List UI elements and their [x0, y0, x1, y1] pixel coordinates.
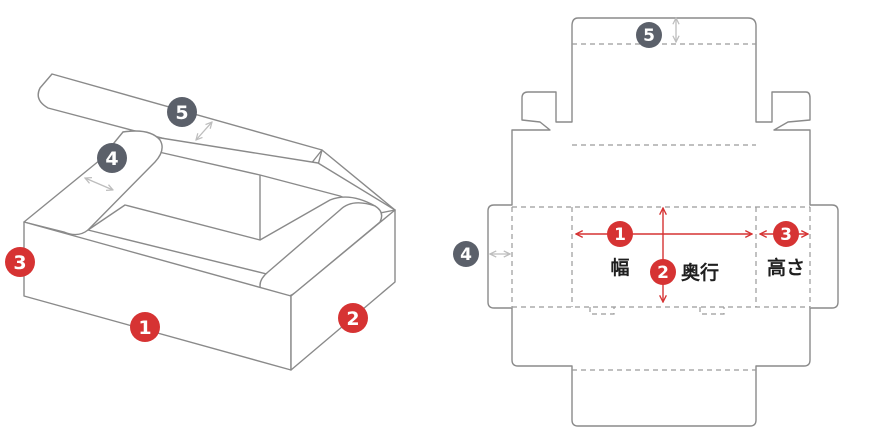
- box-badge-insert-flap: 4: [97, 143, 127, 173]
- svg-text:5: 5: [643, 26, 655, 46]
- box-badge-lid-flap: 5: [167, 97, 197, 127]
- box-lid-flap-arrow: [196, 122, 212, 140]
- net-badge-width: 1: [607, 221, 633, 247]
- svg-text:3: 3: [780, 225, 792, 245]
- box-badge-width: 1: [130, 312, 160, 342]
- net-fold-lines: [511, 43, 811, 371]
- box-badge-height: 3: [5, 247, 35, 277]
- net-label-depth: 奥行: [681, 261, 719, 284]
- net-badge-height: 3: [773, 221, 799, 247]
- svg-text:4: 4: [105, 148, 118, 170]
- svg-text:2: 2: [657, 263, 669, 283]
- net-label-width: 幅: [610, 256, 629, 279]
- net-badge-lid-flap: 5: [636, 22, 662, 48]
- svg-text:2: 2: [346, 308, 359, 330]
- svg-text:3: 3: [13, 252, 26, 274]
- box-badge-depth: 2: [338, 303, 368, 333]
- svg-text:1: 1: [614, 225, 626, 245]
- box-3d-view: [23, 73, 396, 371]
- box-insert-flap-arrow: [85, 178, 113, 190]
- box-right-wall: [290, 209, 396, 371]
- svg-text:5: 5: [175, 102, 188, 124]
- net-badge-insert-flap: 4: [453, 241, 479, 267]
- svg-text:1: 1: [138, 317, 151, 339]
- net-label-height: 高さ: [767, 256, 805, 279]
- svg-text:4: 4: [460, 245, 472, 265]
- net-badge-depth: 2: [650, 259, 676, 285]
